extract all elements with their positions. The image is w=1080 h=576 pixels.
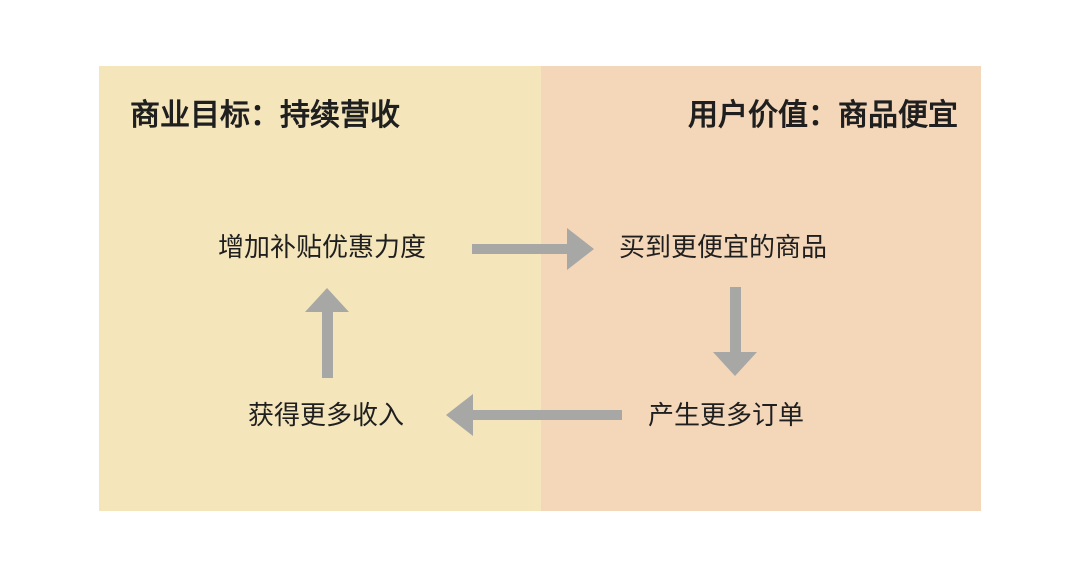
arrow-right-icon xyxy=(472,228,594,270)
user-value-title: 用户价值：商品便宜 xyxy=(688,98,958,133)
arrow-up-icon xyxy=(305,288,349,378)
business-goal-title: 商业目标：持续营收 xyxy=(130,98,400,133)
arrow-left-icon xyxy=(446,394,622,436)
arrow-down-icon xyxy=(713,287,757,376)
business-goal-panel xyxy=(99,66,541,511)
node-more-income: 获得更多收入 xyxy=(248,401,405,431)
node-increase-subsidy: 增加补贴优惠力度 xyxy=(218,233,427,263)
node-more-orders: 产生更多订单 xyxy=(648,401,805,431)
node-buy-cheaper: 买到更便宜的商品 xyxy=(619,233,828,263)
user-value-panel xyxy=(541,66,981,511)
